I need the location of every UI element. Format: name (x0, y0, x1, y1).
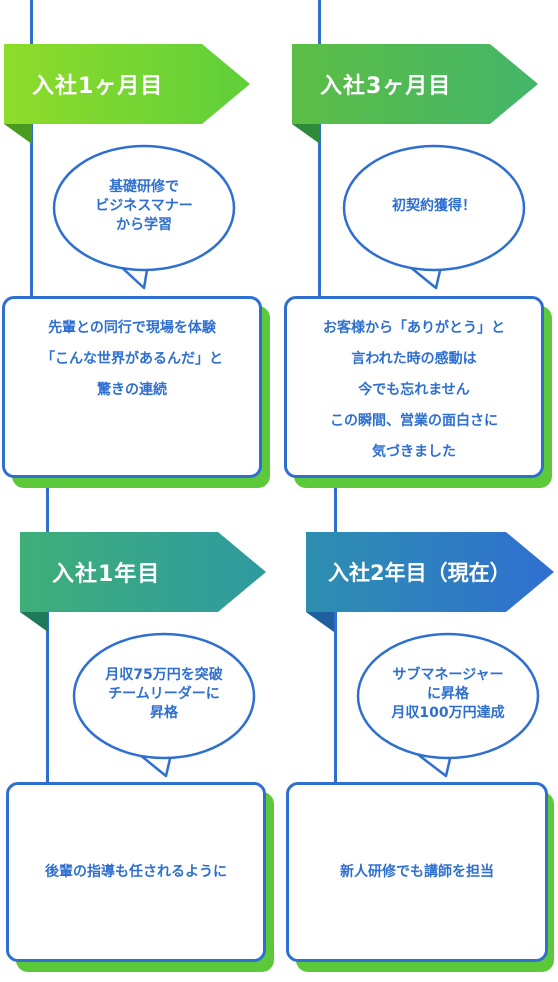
bubble-text: 基礎研修で ビジネスマナー から学習 (95, 178, 193, 233)
speech-bubble-2 (342, 144, 526, 290)
banner-fold (306, 612, 334, 632)
milestone-card-1: 先輩との同行で現場を体験 「こんな世界があるんだ」と 驚きの連続 (2, 296, 262, 478)
milestone-card-4: 新人研修でも講師を担当 (286, 782, 548, 962)
milestone-title: 入社1ヶ月目 (32, 74, 164, 99)
milestone-banner-1: 入社1ヶ月目 (4, 44, 250, 124)
milestone-title: 入社2年目（現在） (328, 561, 511, 585)
banner-fold (292, 124, 320, 144)
speech-bubble-4 (356, 632, 540, 778)
banner-fold (4, 124, 32, 144)
timeline-line-left-bottom (46, 478, 49, 788)
speech-bubble-1 (52, 144, 236, 290)
bubble-text: サブマネージャー に昇格 月収100万円達成 (391, 666, 505, 721)
bubble-text: 初契約獲得！ (392, 197, 476, 214)
timeline-line-right-bottom (334, 478, 337, 788)
milestone-card-3: 後輩の指導も任されるように (6, 782, 266, 962)
milestone-title: 入社3ヶ月目 (320, 74, 452, 99)
bubble-text: 月収75万円を突破 チームリーダーに 昇格 (105, 666, 223, 721)
speech-bubble-3 (72, 632, 256, 778)
milestone-banner-3: 入社1年目 (20, 532, 266, 612)
milestone-title: 入社1年目 (52, 562, 161, 587)
timeline-line-right-top (318, 0, 321, 300)
banner-fold (20, 612, 48, 632)
milestone-card-2: お客様から「ありがとう」と 言われた時の感動は 今でも忘れません この瞬間、営業… (284, 296, 544, 478)
milestone-banner-4: 入社2年目（現在） (306, 532, 554, 612)
timeline-line-left-top (30, 0, 33, 300)
milestone-banner-2: 入社3ヶ月目 (292, 44, 538, 124)
